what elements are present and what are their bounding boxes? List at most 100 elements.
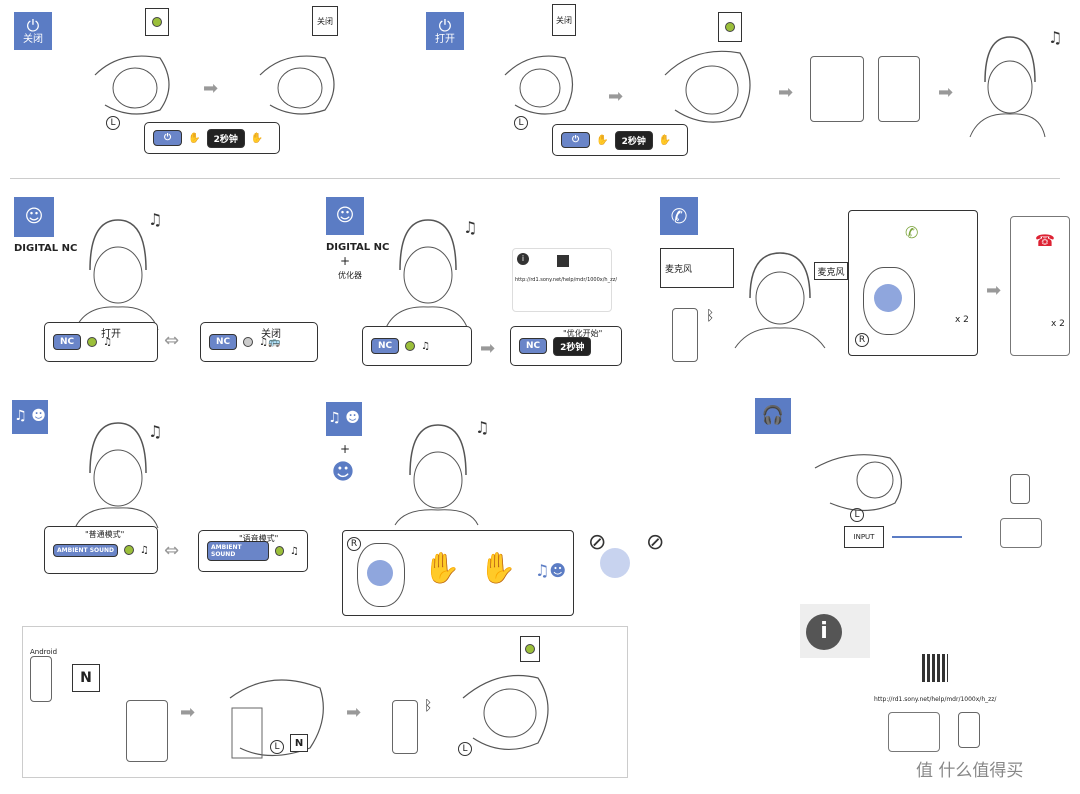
arrow-right-icon: ➡ xyxy=(608,86,624,107)
headphone-side-illustration xyxy=(664,50,751,123)
smartphone-icon xyxy=(672,308,698,362)
off-callout: 关闭 xyxy=(312,6,338,36)
nc-on-text: 打开 xyxy=(101,329,121,340)
led-indicator-icon xyxy=(124,545,135,555)
info-icon: i xyxy=(806,614,842,650)
phone-call-icon: ✆ xyxy=(660,197,698,235)
input-jack-callout: INPUT xyxy=(844,526,884,548)
nc-off-panel: NC 关闭 ♫🚌 xyxy=(200,322,318,362)
nc-button[interactable]: NC xyxy=(519,338,548,354)
prohibited-icon: ⊘ xyxy=(588,530,607,555)
l-marker: L xyxy=(270,740,284,754)
music-note-icon: ♫ xyxy=(148,422,163,441)
call-control-panel: ✆ R x 2 xyxy=(848,210,978,356)
person-with-headphones-illustration xyxy=(384,219,469,331)
l-marker: L xyxy=(458,742,472,756)
led-indicator-icon xyxy=(405,341,416,351)
headphone-cable-illustration xyxy=(814,454,902,512)
digital-nc-logo: DIGITAL NC xyxy=(14,243,78,254)
touch-sensor[interactable] xyxy=(874,284,902,312)
bluetooth-icon: ᛒ xyxy=(706,308,715,324)
headphone-side-illustration xyxy=(462,675,549,751)
smartphone-icon xyxy=(1010,474,1030,504)
touch-sensor xyxy=(600,548,630,578)
nc-button[interactable]: NC xyxy=(371,338,400,354)
help-url: http://rd1.sony.net/help/mdr/1000x/h_zz/ xyxy=(874,696,997,703)
touch-panel[interactable] xyxy=(357,543,405,607)
led-indicator-icon xyxy=(87,337,98,347)
plus-sign: + xyxy=(340,254,351,268)
phone-settings-screen xyxy=(126,700,168,762)
arrow-right-icon: ➡ xyxy=(180,702,196,723)
led-indicator-icon xyxy=(525,644,535,654)
power-off-label: 关闭 xyxy=(23,34,43,46)
hand-release-icon: ✋ xyxy=(250,132,264,144)
power-button[interactable]: ⏻ xyxy=(561,132,591,148)
touch-sensor[interactable] xyxy=(367,560,393,586)
nfc-logo: N xyxy=(72,664,100,692)
person-with-headphones-illustration xyxy=(969,36,1046,138)
hand-release-icon: ✋ xyxy=(658,134,672,146)
plus-sign: + xyxy=(340,442,351,456)
power-symbol-icon: ⏻ xyxy=(438,15,452,35)
input-label: INPUT xyxy=(853,533,875,541)
section-divider xyxy=(10,178,1060,179)
l-marker: L xyxy=(106,116,120,130)
voice-mode-panel: AMBIENT SOUND "语音模式" ♫ xyxy=(198,530,308,572)
hold-2s-badge: 2秒钟 xyxy=(553,336,592,356)
led-indicator-icon xyxy=(243,337,254,347)
person-headphones-icon: ☻ xyxy=(328,458,358,488)
nfc-logo: N xyxy=(290,734,308,752)
music-note-icon: ♫ xyxy=(463,218,478,237)
power-off-steps-panel: ⏻ ✋ 2秒钟 ✋ xyxy=(144,122,280,154)
r-marker: R xyxy=(347,537,361,551)
laptop-icon xyxy=(1000,518,1042,548)
hold-2s-badge: 2秒钟 xyxy=(206,128,245,148)
hand-cover-icon: ✋ xyxy=(479,551,517,586)
led-callout xyxy=(145,8,169,36)
ringing-icon: ✆ xyxy=(905,223,919,242)
hand-cover-icon: ✋ xyxy=(423,551,461,586)
double-arrow-icon: ⇔ xyxy=(164,540,180,561)
audio-cable xyxy=(892,536,962,538)
touch-panel[interactable] xyxy=(863,267,915,335)
nc-off-text: 关闭 xyxy=(261,329,281,340)
tap-count: x 2 xyxy=(955,315,969,325)
watermark: 值 什么值得买 xyxy=(916,761,1024,781)
nc-button[interactable]: NC xyxy=(209,334,238,350)
power-on-steps-panel: ⏻ ✋ 2秒钟 ✋ xyxy=(552,124,688,156)
digital-nc-logo: DIGITAL NC xyxy=(326,242,390,253)
led-indicator-icon xyxy=(274,546,285,556)
power-on-label: 打开 xyxy=(435,34,455,46)
laptop-icon xyxy=(888,712,940,752)
ambient-sound-icon: ♫ ☻ xyxy=(326,402,362,436)
power-button[interactable]: ⏻ xyxy=(153,130,183,146)
qr-code-icon xyxy=(557,255,569,267)
android-phone xyxy=(30,656,52,702)
nc-button[interactable]: NC xyxy=(53,334,82,350)
arrow-right-icon: ➡ xyxy=(778,82,794,103)
arrow-right-icon: ➡ xyxy=(986,280,1002,301)
ambient-sound-icon: ♫ ☻ xyxy=(12,400,48,434)
phone-touch-headphone-illustration xyxy=(229,679,324,759)
power-symbol-icon: ⏻ xyxy=(26,15,40,35)
music-note-icon: ♫ xyxy=(148,210,163,229)
led-callout xyxy=(718,12,742,42)
optimizer-label: 优化器 xyxy=(338,271,362,280)
help-card: i http://rd1.sony.net/help/mdr/1000x/h_z… xyxy=(512,248,617,312)
person-with-headphones-illustration xyxy=(74,219,159,331)
optimizer-nc-panel: NC ♫ xyxy=(362,326,472,366)
ambient-sound-button[interactable]: AMBIENT SOUND xyxy=(207,541,269,561)
off-callout: 关闭 xyxy=(552,4,576,36)
arrow-right-icon: ➡ xyxy=(938,82,954,103)
mic-left-callout: 麦克风 xyxy=(660,248,734,288)
info-icon: i xyxy=(517,253,529,265)
led-indicator-icon xyxy=(152,17,162,27)
ambient-sound-button[interactable]: AMBIENT SOUND xyxy=(53,543,119,557)
normal-mode-text: "普通模式" xyxy=(85,530,125,539)
music-note-icon: ♫ xyxy=(475,418,490,437)
led-callout xyxy=(520,636,540,662)
power-off-icon: ⏻ 关闭 xyxy=(14,12,52,50)
phone-screen-illustration xyxy=(878,56,920,122)
arrow-right-icon: ➡ xyxy=(480,338,496,359)
